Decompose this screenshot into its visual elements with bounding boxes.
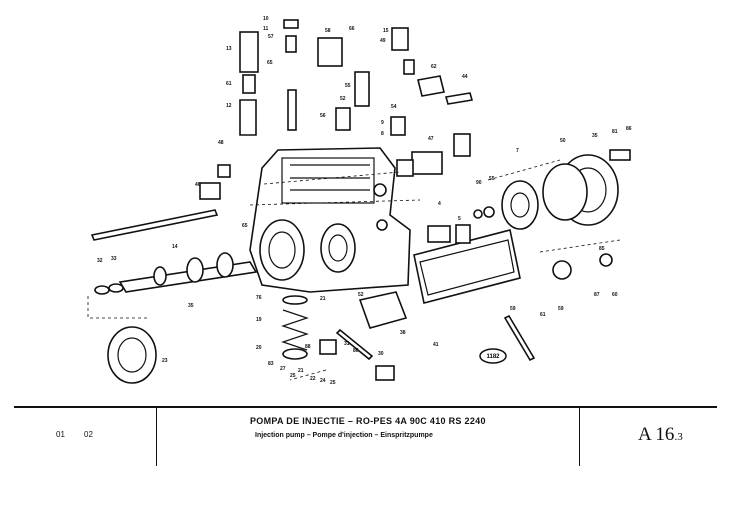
part-label-11: 11 — [263, 26, 269, 32]
part-label-59b: 52 — [358, 292, 364, 298]
part-label-88: 41 — [433, 342, 439, 348]
part-label-58: 58 — [325, 28, 331, 34]
exploded-view-drawing: 13 10 11 12 61 65 57 58 66 15 52 62 49 4… — [87, 16, 632, 386]
part-label-86: 86 — [626, 126, 632, 132]
drawing-number-badge: 1182 — [479, 348, 507, 364]
bearing — [94, 283, 157, 384]
delivery-valve-stack — [239, 19, 299, 136]
part-label-66: 66 — [349, 26, 355, 32]
title-block-ref-a: 01 — [56, 430, 65, 439]
part-label-83: 86 — [353, 348, 359, 354]
title-block-code-main: A 16 — [638, 424, 675, 445]
title-block-code: A 16.3 — [638, 424, 683, 446]
part-label-65: 65 — [267, 60, 273, 66]
title-block-divider-left — [156, 406, 157, 466]
part-label-55: 55 — [345, 83, 351, 89]
title-block-main-title: POMPA DE INJECTIE – RO-PES 4A 90C 410 RS… — [250, 416, 486, 426]
part-label-31: 38 — [400, 330, 406, 336]
part-label-44: 44 — [462, 74, 468, 80]
badge-text: 1182 — [486, 354, 500, 360]
part-label-23: 23 — [162, 358, 168, 364]
title-block-ref-b: 02 — [84, 430, 93, 439]
part-label-23b: 25 — [330, 380, 336, 386]
part-label-19: 76 — [256, 295, 262, 301]
part-label-48: 48 — [218, 140, 224, 146]
part-label-57: 57 — [268, 34, 274, 40]
part-label-15: 15 — [383, 28, 389, 34]
part-label-14: 14 — [172, 244, 178, 250]
part-label-9: 9 — [381, 120, 384, 126]
part-label-38: 88 — [305, 344, 311, 350]
part-label-55b: 55 — [489, 176, 495, 182]
part-label-22: 21 — [298, 368, 304, 374]
part-label-56: 56 — [320, 113, 326, 119]
part-label-4: 4 — [438, 201, 441, 207]
title-block-divider-right — [579, 406, 580, 466]
part-label-24: 22 — [310, 376, 316, 382]
part-label-86b: 31 — [344, 341, 350, 347]
part-label-62: 62 — [431, 64, 437, 70]
part-label-52: 52 — [340, 96, 346, 102]
part-label-13: 13 — [226, 46, 232, 52]
part-label-25b: 24 — [320, 378, 326, 384]
title-block: 01 02 POMPA DE INJECTIE – RO-PES 4A 90C … — [0, 406, 729, 466]
part-label-8: 8 — [381, 131, 384, 137]
part-label-81: 81 — [612, 129, 618, 135]
part-label-35: 35 — [592, 133, 598, 139]
part-label-61b: 59 — [510, 306, 516, 312]
top-fittings — [199, 27, 474, 200]
tappet-assembly — [281, 291, 536, 381]
part-label-21: 20 — [256, 345, 262, 351]
part-label-54: 54 — [391, 104, 397, 110]
part-label-10: 10 — [263, 16, 269, 22]
part-label-47: 47 — [428, 136, 434, 142]
part-label-61: 61 — [226, 81, 232, 87]
part-label-52b: 21 — [320, 296, 326, 302]
part-label-60: 60 — [612, 292, 618, 298]
title-block-top-rule — [14, 406, 717, 408]
part-label-20: 19 — [256, 317, 262, 323]
part-label-5: 5 — [458, 216, 461, 222]
coupling-flange — [473, 149, 631, 280]
part-label-30: 61 — [540, 312, 546, 318]
title-block-code-sub: .3 — [674, 431, 683, 443]
part-label-21b: 25 — [290, 373, 296, 379]
part-label-25: 27 — [280, 366, 286, 372]
part-label-41: 30 — [378, 351, 384, 357]
part-label-7: 7 — [516, 148, 519, 154]
control-rod — [90, 209, 219, 241]
part-label-49: 49 — [380, 38, 386, 44]
part-label-76: 35 — [188, 303, 194, 309]
part-label-87: 87 — [594, 292, 600, 298]
part-label-27: 83 — [268, 361, 274, 367]
part-label-33: 33 — [111, 256, 117, 262]
camshaft — [118, 252, 258, 293]
side-cover — [413, 224, 521, 304]
pump-housing — [249, 147, 411, 293]
part-label-65b: 65 — [242, 223, 248, 229]
leader-lines — [87, 159, 621, 381]
title-block-subtitle: Injection pump – Pompe d'injection – Ein… — [255, 432, 433, 439]
part-label-85: 85 — [599, 246, 605, 252]
part-labels: 13 10 11 12 61 65 57 58 66 15 52 62 49 4… — [97, 16, 632, 386]
part-label-90: 90 — [476, 180, 482, 186]
part-label-46: 46 — [195, 182, 201, 188]
part-label-32: 32 — [97, 258, 103, 264]
part-label-59: 59 — [558, 306, 564, 312]
part-label-12: 12 — [226, 103, 232, 109]
part-label-50: 50 — [560, 138, 566, 144]
